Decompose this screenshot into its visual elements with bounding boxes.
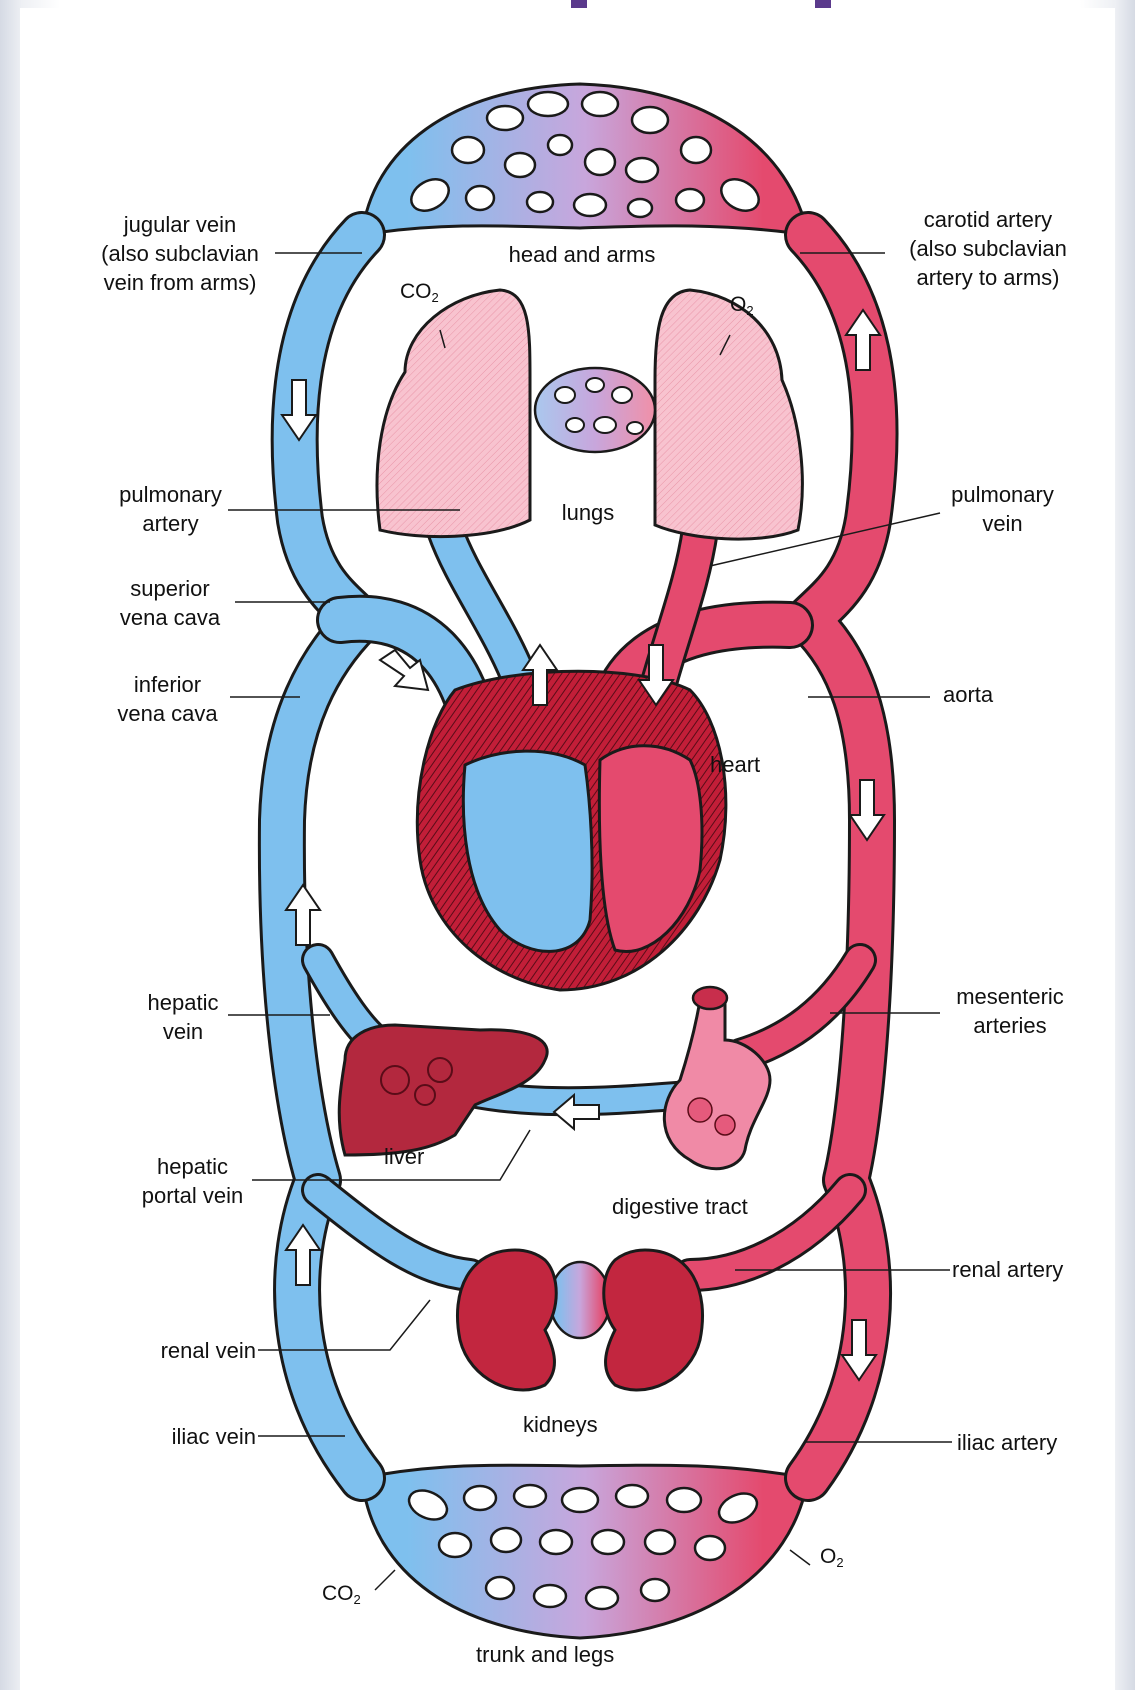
label-kidneys: kidneys xyxy=(523,1410,598,1439)
label-renal-artery: renal artery xyxy=(952,1255,1063,1284)
label-trunk-and-legs: trunk and legs xyxy=(476,1640,614,1669)
kidneys xyxy=(457,1250,702,1390)
label-hepatic-portal-vein: hepatic portal vein xyxy=(130,1152,255,1210)
head-arms-capillary-bed xyxy=(362,84,808,235)
label-carotid-artery: carotid artery (also subclavian artery t… xyxy=(888,205,1088,292)
label-jugular-vein: jugular vein (also subclavian vein from … xyxy=(82,210,278,297)
label-iliac-artery: iliac artery xyxy=(957,1428,1057,1457)
label-superior-vena-cava: superior vena cava xyxy=(105,574,235,632)
label-renal-vein: renal vein xyxy=(120,1336,256,1365)
label-digestive-tract: digestive tract xyxy=(612,1192,748,1221)
label-o2-top: O2 xyxy=(730,293,754,318)
label-iliac-vein: iliac vein xyxy=(140,1422,256,1451)
trunk-legs-capillary-bed xyxy=(362,1465,808,1638)
label-aorta: aorta xyxy=(943,680,993,709)
label-co2-bottom: CO2 xyxy=(322,1582,361,1607)
label-liver: liver xyxy=(384,1142,424,1171)
label-head-and-arms: head and arms xyxy=(482,240,682,269)
heart xyxy=(417,671,726,990)
label-pulmonary-vein: pulmonary vein xyxy=(940,480,1065,538)
label-hepatic-vein: hepatic vein xyxy=(128,988,238,1046)
label-heart: heart xyxy=(710,750,760,779)
label-lungs: lungs xyxy=(548,498,628,527)
label-pulmonary-artery: pulmonary artery xyxy=(108,480,233,538)
label-o2-bottom: O2 xyxy=(820,1545,844,1570)
digestive-tract xyxy=(664,987,770,1169)
label-inferior-vena-cava: inferior vena cava xyxy=(100,670,235,728)
label-mesenteric-arteries: mesenteric arteries xyxy=(940,982,1080,1040)
label-co2-top: CO2 xyxy=(400,280,439,305)
